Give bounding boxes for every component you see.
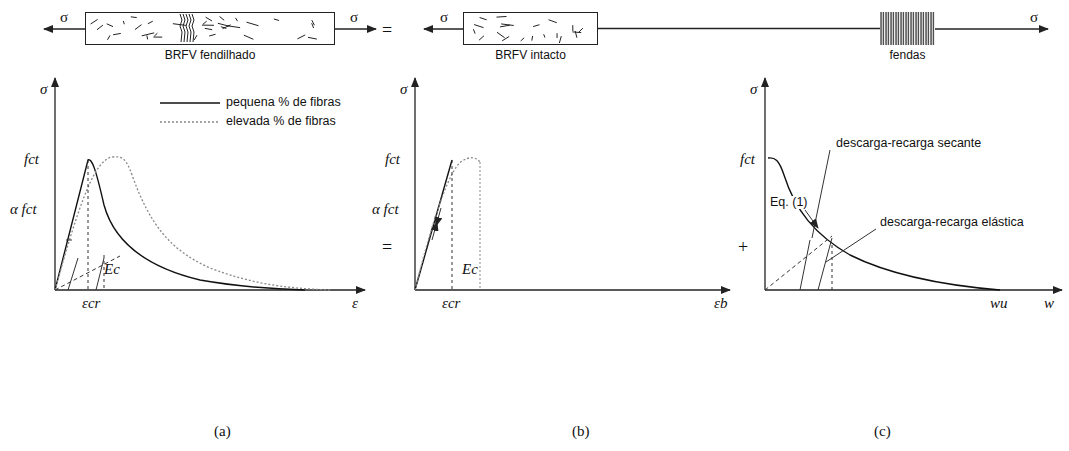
connector [598, 28, 880, 29]
diagram-label: σ [60, 10, 68, 25]
diagram-label: fct [24, 152, 39, 167]
specimen-label: BRFV intacto [495, 48, 566, 62]
diagram-label: εb [714, 296, 727, 311]
specimen-label: fendas [889, 48, 925, 62]
diagram-label: = [382, 21, 392, 39]
diagram-label: σ [440, 10, 448, 25]
diagram-label: (b) [572, 424, 590, 439]
diagram-label: descarga-recarga elástica [880, 216, 1024, 229]
diagram-label: (a) [214, 424, 231, 439]
specimen-label: BRFV fendilhado [165, 48, 256, 62]
diagram-label: = [382, 238, 392, 256]
diagram-label: Ec [462, 262, 478, 277]
diagram-label: σ [350, 10, 358, 25]
diagram-label: descarga-recarga secante [836, 137, 981, 150]
diagram-label: Ec [104, 262, 120, 277]
diagram-label: α fct [372, 202, 399, 217]
diagram-label: εcr [82, 296, 100, 311]
diagram-label: ε [352, 296, 358, 311]
legend-text: pequena % de fibras [226, 96, 341, 109]
diagram-label: wu [990, 296, 1008, 311]
diagram-label: w [1044, 296, 1054, 311]
legend-text: elevada % de fibras [226, 115, 336, 128]
diagram-label: σ [750, 82, 757, 97]
specimen-box: fendas [880, 12, 935, 45]
diagram-label: σ [40, 82, 47, 97]
diagram-label: fct [385, 152, 400, 167]
diagram-label: Eq. (1) [770, 196, 808, 209]
diagram-label: fct [740, 152, 755, 167]
specimen-box: BRFV intacto [463, 12, 598, 45]
diagram-label: + [738, 238, 748, 256]
diagram-label: α fct [10, 202, 37, 217]
diagram-label: (c) [874, 424, 891, 439]
diagram-label: εcr [442, 296, 460, 311]
diagram-label: σ [400, 82, 407, 97]
specimen-box: BRFV fendilhado [85, 12, 335, 45]
diagram-label: σ [1030, 10, 1038, 25]
